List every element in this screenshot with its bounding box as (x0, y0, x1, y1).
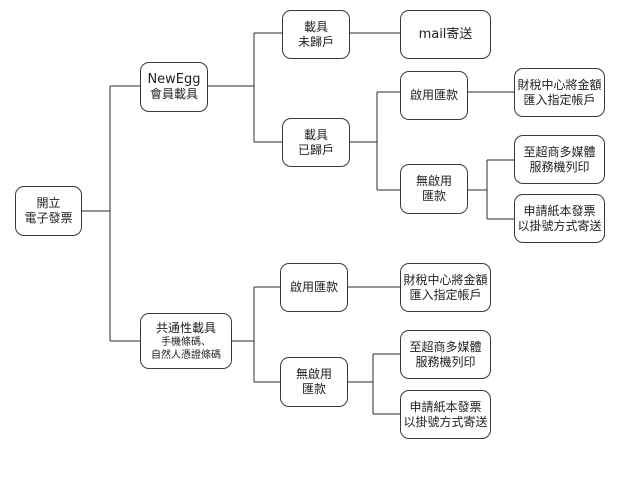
node-newegg-kiosk-print: 至超商多媒體服務機列印 (514, 135, 605, 184)
node-text-line: 服務機列印 (529, 159, 590, 174)
node-text-line: 匯入指定帳戶 (523, 92, 596, 107)
node-text-line: 會員載具 (149, 87, 198, 101)
node-text-line: 匯款 (421, 189, 446, 203)
node-text-line: 財稅中心將金額 (517, 77, 602, 92)
connector-common (232, 286, 280, 383)
node-text-line: 申請紙本發票 (409, 399, 482, 414)
node-text-line: 以掛號方式寄送 (403, 414, 488, 429)
node-text-line: 財稅中心將金額 (403, 272, 488, 287)
node-text-line: 無啟用 (415, 174, 452, 188)
node-text-line: 服務機列印 (415, 354, 476, 369)
node-newegg-paper-registered-mail: 申請紙本發票以掛號方式寄送 (514, 194, 605, 243)
node-text-line: 啟用匯款 (289, 280, 338, 294)
connector-root (82, 85, 140, 342)
node-text-line: 無啟用 (295, 367, 332, 381)
node-text-line: 手機條碼、 (161, 336, 211, 348)
node-text-line: 自然人憑證條碼 (151, 349, 221, 361)
node-text-line: 以掛號方式寄送 (517, 218, 602, 233)
node-text-line: NewEgg (147, 72, 201, 87)
node-common-carrier: 共通性載具手機條碼、自然人憑證條碼 (140, 313, 232, 369)
connector-common-off (348, 353, 400, 415)
node-common-transfer-to-account: 財稅中心將金額匯入指定帳戶 (400, 263, 491, 312)
node-text-line: 匯款 (301, 382, 326, 396)
node-text-line: 未歸戶 (297, 34, 334, 49)
node-text-line: 申請紙本發票 (523, 203, 596, 218)
node-mail-delivery: mail寄送 (400, 10, 491, 59)
node-newegg-transfer-to-account: 財稅中心將金額匯入指定帳戶 (514, 68, 605, 117)
node-common-remittance-enabled: 啟用匯款 (280, 263, 348, 312)
node-newegg-remittance-disabled: 無啟用匯款 (400, 164, 468, 214)
node-text-line: 至超商多媒體 (523, 144, 596, 159)
node-text-line: 載具 (303, 127, 328, 142)
node-carrier-linked: 載具已歸戶 (282, 118, 350, 167)
node-common-kiosk-print: 至超商多媒體服務機列印 (400, 330, 491, 379)
node-text-line: mail寄送 (418, 27, 473, 42)
node-carrier-unlinked: 載具未歸戶 (282, 10, 350, 59)
node-text-line: 開立 (36, 196, 61, 210)
node-common-paper-registered-mail: 申請紙本發票以掛號方式寄送 (400, 390, 491, 439)
node-text-line: 啟用匯款 (409, 88, 458, 102)
connector-linked (350, 91, 400, 191)
node-text-line: 電子發票 (24, 211, 73, 225)
node-text-line: 至超商多媒體 (409, 339, 482, 354)
node-text-line: 匯入指定帳戶 (409, 287, 482, 302)
connector-newegg-off (468, 159, 514, 220)
node-text-line: 已歸戶 (297, 142, 334, 157)
node-common-remittance-disabled: 無啟用匯款 (280, 357, 348, 407)
node-newegg-remittance-enabled: 啟用匯款 (400, 71, 468, 120)
node-issue-e-invoice: 開立電子發票 (15, 186, 82, 236)
connector-newegg (208, 32, 282, 143)
node-text-line: 載具 (303, 19, 328, 34)
node-text-line: 共通性載具 (155, 320, 216, 335)
